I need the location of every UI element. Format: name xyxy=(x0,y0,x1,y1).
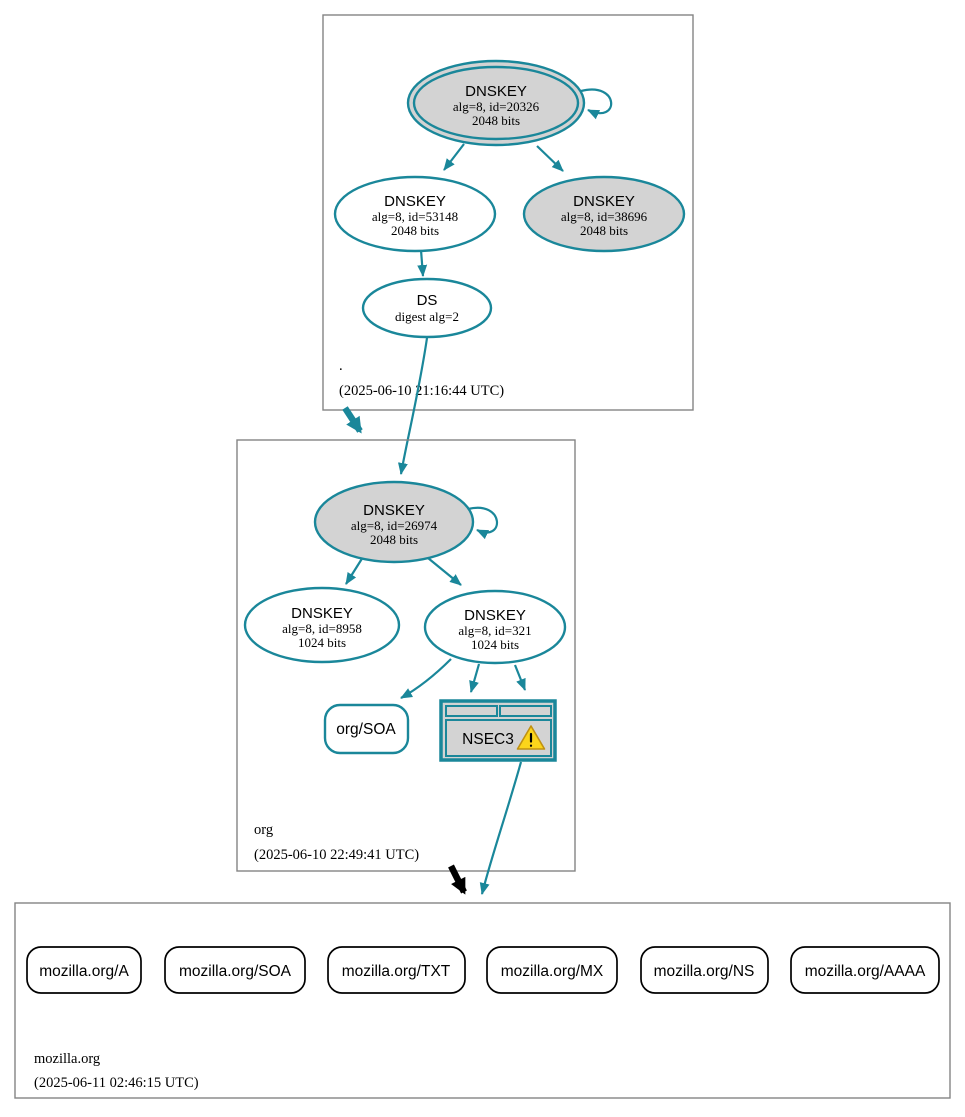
edge-org-zsk-to-nsec3-right xyxy=(513,664,527,691)
edge-nsec3-to-mozilla-zone xyxy=(479,761,523,895)
rrset-label: mozilla.org/A xyxy=(39,963,129,980)
warning-icon xyxy=(516,725,546,750)
node-dnskey-org-26974[interactable]: DNSKEY alg=8, id=26974 2048 bits xyxy=(313,480,475,564)
mozilla-zone-timestamp: (2025-06-11 02:46:15 UTC) xyxy=(34,1075,199,1091)
edge-org-ksk-to-zsk-321 xyxy=(427,557,462,586)
node-detail-1: digest alg=2 xyxy=(395,309,459,324)
rrset-label: mozilla.org/NS xyxy=(654,963,755,980)
root-zone-timestamp: (2025-06-10 21:16:44 UTC) xyxy=(339,383,504,399)
node-nsec3[interactable]: NSEC3 xyxy=(439,699,557,762)
edge-root-ksk-to-key-38696 xyxy=(536,145,564,172)
org-zone-box xyxy=(236,439,576,872)
node-title: DNSKEY xyxy=(291,605,353,622)
edge-delegation-org-to-mozilla xyxy=(448,864,467,895)
nsec3-header-cell-left xyxy=(445,705,498,717)
node-detail-1: alg=8, id=321 xyxy=(458,623,531,638)
node-rrset-mozilla-a[interactable]: mozilla.org/A xyxy=(26,946,142,994)
edge-org-ksk-self-sign xyxy=(467,506,499,540)
node-rrset-org-soa[interactable]: org/SOA xyxy=(323,703,410,755)
edge-ds-to-org-ksk xyxy=(397,337,429,475)
node-title: DNSKEY xyxy=(573,193,635,210)
node-detail-1: alg=8, id=8958 xyxy=(282,621,362,636)
node-rrset-mozilla-txt[interactable]: mozilla.org/TXT xyxy=(327,946,466,994)
node-detail-1: alg=8, id=20326 xyxy=(453,99,540,114)
node-detail-2: 2048 bits xyxy=(580,223,628,238)
rrset-label: org/SOA xyxy=(336,721,396,738)
rrset-label: mozilla.org/AAAA xyxy=(805,963,926,980)
org-zone-label: org xyxy=(254,822,273,838)
node-title: DNSKEY xyxy=(384,193,446,210)
node-detail-2: 1024 bits xyxy=(471,637,519,652)
root-zone-box xyxy=(322,14,694,411)
node-detail-2: 2048 bits xyxy=(370,532,418,547)
node-title: DNSKEY xyxy=(465,83,527,100)
edge-org-zsk-to-nsec3-left xyxy=(469,663,481,693)
node-ds-org[interactable]: DS digest alg=2 xyxy=(361,277,493,339)
rrset-label: mozilla.org/SOA xyxy=(179,963,292,980)
edge-org-zsk-to-soa xyxy=(400,658,452,699)
edge-root-ksk-self-sign xyxy=(580,88,613,120)
node-rrset-mozilla-mx[interactable]: mozilla.org/MX xyxy=(486,946,618,994)
node-detail-1: alg=8, id=53148 xyxy=(372,209,458,224)
node-rrset-mozilla-ns[interactable]: mozilla.org/NS xyxy=(640,946,769,994)
node-dnskey-root-53148[interactable]: DNSKEY alg=8, id=53148 2048 bits xyxy=(333,175,497,253)
nsec3-label: NSEC3 xyxy=(462,731,514,748)
node-dnskey-org-321[interactable]: DNSKEY alg=8, id=321 1024 bits xyxy=(423,589,567,665)
edge-delegation-root-to-org xyxy=(342,406,363,434)
node-title: DS xyxy=(417,292,438,309)
edge-org-ksk-to-key-8958 xyxy=(345,556,364,585)
mozilla-zone-box xyxy=(14,902,951,1099)
node-title: DNSKEY xyxy=(464,607,526,624)
node-dnskey-root-38696[interactable]: DNSKEY alg=8, id=38696 2048 bits xyxy=(522,175,686,253)
node-title: DNSKEY xyxy=(363,502,425,519)
rrset-label: mozilla.org/MX xyxy=(501,963,604,980)
node-dnskey-org-8958[interactable]: DNSKEY alg=8, id=8958 1024 bits xyxy=(243,586,401,664)
node-detail-2: 2048 bits xyxy=(472,113,520,128)
org-zone-timestamp: (2025-06-10 22:49:41 UTC) xyxy=(254,847,419,863)
root-zone-label: . xyxy=(339,358,343,374)
edge-root-ksk-to-zsk-53148 xyxy=(443,143,465,171)
node-detail-2: 1024 bits xyxy=(298,635,346,650)
rrset-label: mozilla.org/TXT xyxy=(342,963,451,980)
node-detail-1: alg=8, id=38696 xyxy=(561,209,648,224)
node-dnskey-root-20326[interactable]: DNSKEY alg=8, id=20326 2048 bits xyxy=(406,59,586,147)
node-rrset-mozilla-soa[interactable]: mozilla.org/SOA xyxy=(164,946,306,994)
mozilla-zone-label: mozilla.org xyxy=(34,1051,100,1067)
node-rrset-mozilla-aaaa[interactable]: mozilla.org/AAAA xyxy=(790,946,940,994)
node-detail-2: 2048 bits xyxy=(391,223,439,238)
node-detail-1: alg=8, id=26974 xyxy=(351,518,438,533)
nsec3-header-cell-right xyxy=(499,705,552,717)
edge-root-zsk-to-ds xyxy=(417,249,428,277)
